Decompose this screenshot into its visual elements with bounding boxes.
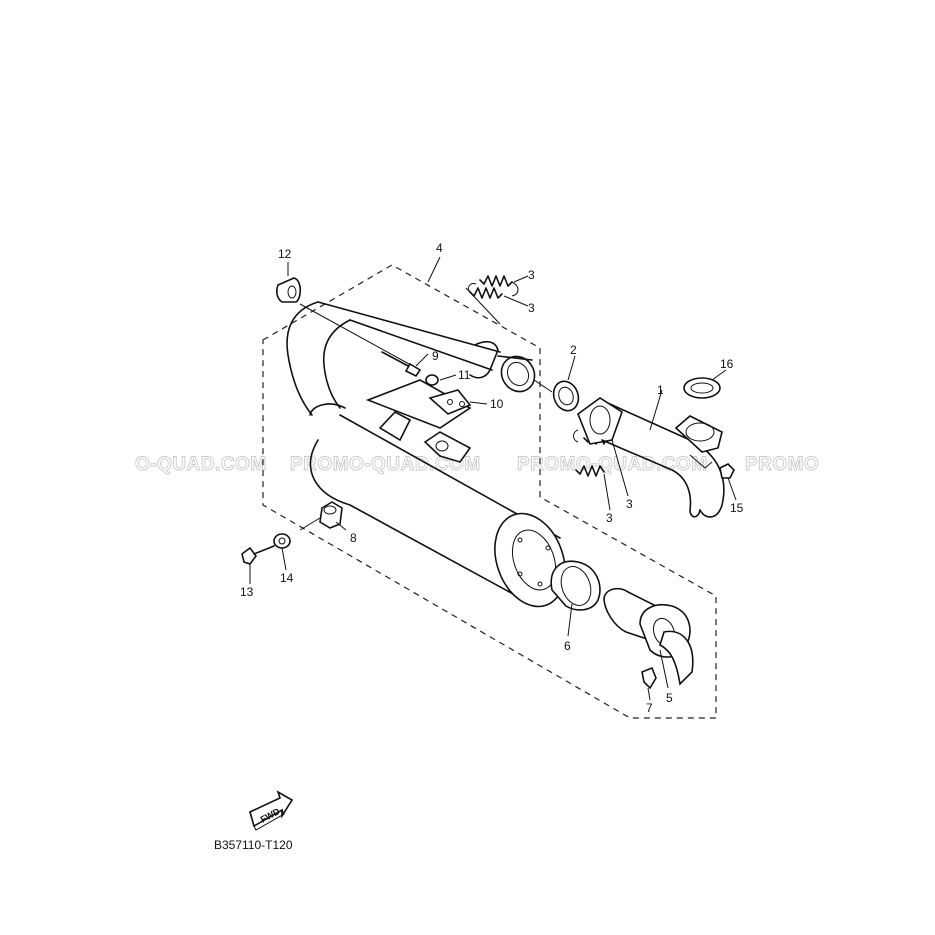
- watermark: O-QUAD.COM PROMO-QUAD.COM PROMO-QUAD.COM…: [135, 454, 820, 476]
- rubber-damper: [276, 277, 302, 303]
- callout-4: 4: [436, 241, 443, 255]
- mounting-bolt: [381, 351, 422, 378]
- damper-part-8: [319, 501, 343, 529]
- tail-pipe: [603, 587, 694, 686]
- drawing-code: B357110-T120: [214, 838, 293, 852]
- callout-3-d: 3: [606, 511, 613, 525]
- gasket-part-2: [552, 380, 580, 412]
- callout-1: 1: [657, 383, 664, 397]
- watermark-center: PROMO-QUAD.COM: [290, 454, 481, 475]
- callout-5: 5: [666, 691, 673, 705]
- callout-7: 7: [646, 701, 653, 715]
- leader-lines: [249, 256, 737, 701]
- callout-3-c: 3: [626, 497, 633, 511]
- gasket-part-16: [683, 377, 721, 399]
- callout-14: 14: [280, 571, 294, 585]
- gasket-part-6: [550, 560, 601, 611]
- callout-6: 6: [564, 639, 571, 653]
- callout-16: 16: [720, 357, 734, 371]
- washer-part-11: [425, 374, 439, 386]
- callouts: 1 2 3 3 3 3 4 5 6 7 8 9 10 11 12 13 14 1…: [240, 241, 744, 715]
- bolt-part-13: [241, 545, 275, 565]
- watermark-right: PROMO-QUAD.COM: [517, 454, 708, 475]
- nut-part-15: [719, 463, 735, 479]
- callout-11: 11: [458, 368, 471, 382]
- callout-3-b: 3: [528, 301, 535, 315]
- exhaust-pipe: [577, 397, 725, 518]
- watermark-left: O-QUAD.COM: [135, 454, 267, 475]
- muffler-body: [309, 403, 566, 608]
- watermark-edge: PROMO: [745, 454, 819, 475]
- fwd-arrow-icon: FWD: [249, 790, 294, 831]
- washer-part-14: [273, 533, 291, 549]
- muffler-assembly-boundary: [262, 264, 717, 719]
- callout-15: 15: [730, 501, 744, 515]
- callout-8: 8: [350, 531, 357, 545]
- callout-9: 9: [432, 349, 439, 363]
- screw-part-7: [641, 666, 657, 690]
- spring-upper: [465, 275, 519, 325]
- callout-3-a: 3: [528, 268, 535, 282]
- callout-10: 10: [490, 397, 504, 411]
- callout-13: 13: [240, 585, 254, 599]
- callout-2: 2: [570, 343, 577, 357]
- callout-12: 12: [278, 247, 292, 261]
- heat-shield-bracket: [365, 379, 472, 429]
- muffler-inlet-pipe: [286, 301, 536, 416]
